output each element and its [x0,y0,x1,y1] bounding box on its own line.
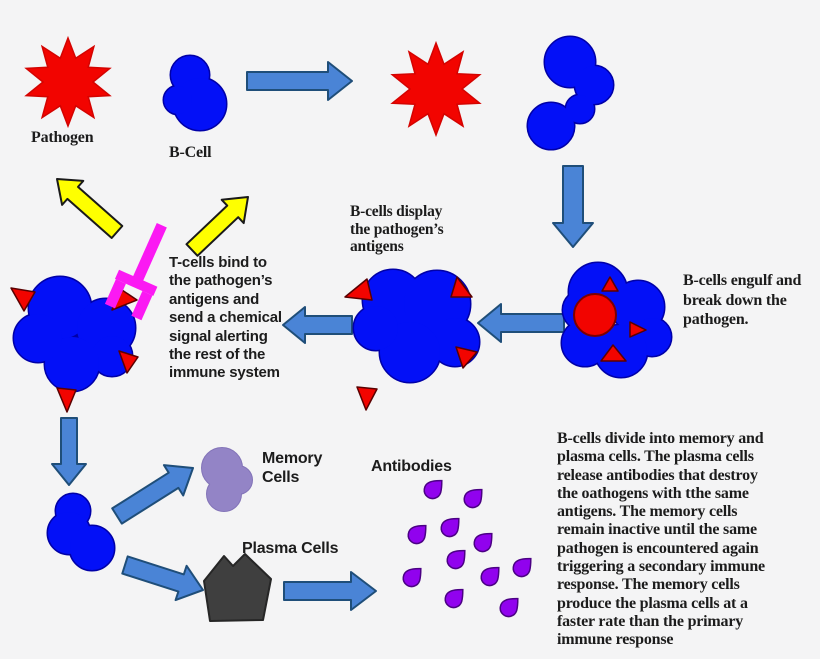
pathogen-core-circle [573,293,617,337]
antibodies-label: Antibodies [371,458,452,475]
pathogen-star [24,35,112,129]
memory-cells-label: Memory Cells [262,450,323,486]
t-cells-caption: T-cells bind to the pathogen’s antigens … [169,254,282,382]
pathogen-fragments [600,276,647,362]
display-antigens-caption: B-cells display the pathogen’s antigens [350,203,444,255]
b-cell-engulfing-blob [526,35,615,151]
memory-cell-blob [201,447,253,512]
pathogen-star-engulfed [390,40,482,138]
arrow-plasma-to-antibodies [283,571,377,611]
b-cell-label: B-Cell [169,144,212,161]
signal-arrow-upright [185,196,249,257]
plasma-cells-label: Plasma Cells [242,540,339,557]
t-cell-receptor-icon [104,223,167,321]
arrow-to-plasma-cells [121,555,204,602]
b-cell-blob [162,54,228,132]
signal-arrow-upleft [56,178,124,239]
antibody-droplets [402,479,532,618]
engulf-caption: B-cells engulf and break down the pathog… [683,272,802,328]
arrow-to-memory-cells [111,464,194,525]
plasma-cell-pentagon [203,553,272,622]
pathogen-label: Pathogen [31,129,94,146]
arrow-tcell-down [51,417,87,486]
arrow-display-to-tcell [282,306,353,344]
display-antigen-spikes [344,276,478,411]
arrow-engulf-down [552,165,594,248]
division-paragraph: B-cells divide into memory and plasma ce… [557,430,765,649]
arrow-engulf-to-display [477,303,565,343]
dividing-b-cell-blob [46,492,116,572]
arrow-bcell-to-pathogen [246,61,353,101]
